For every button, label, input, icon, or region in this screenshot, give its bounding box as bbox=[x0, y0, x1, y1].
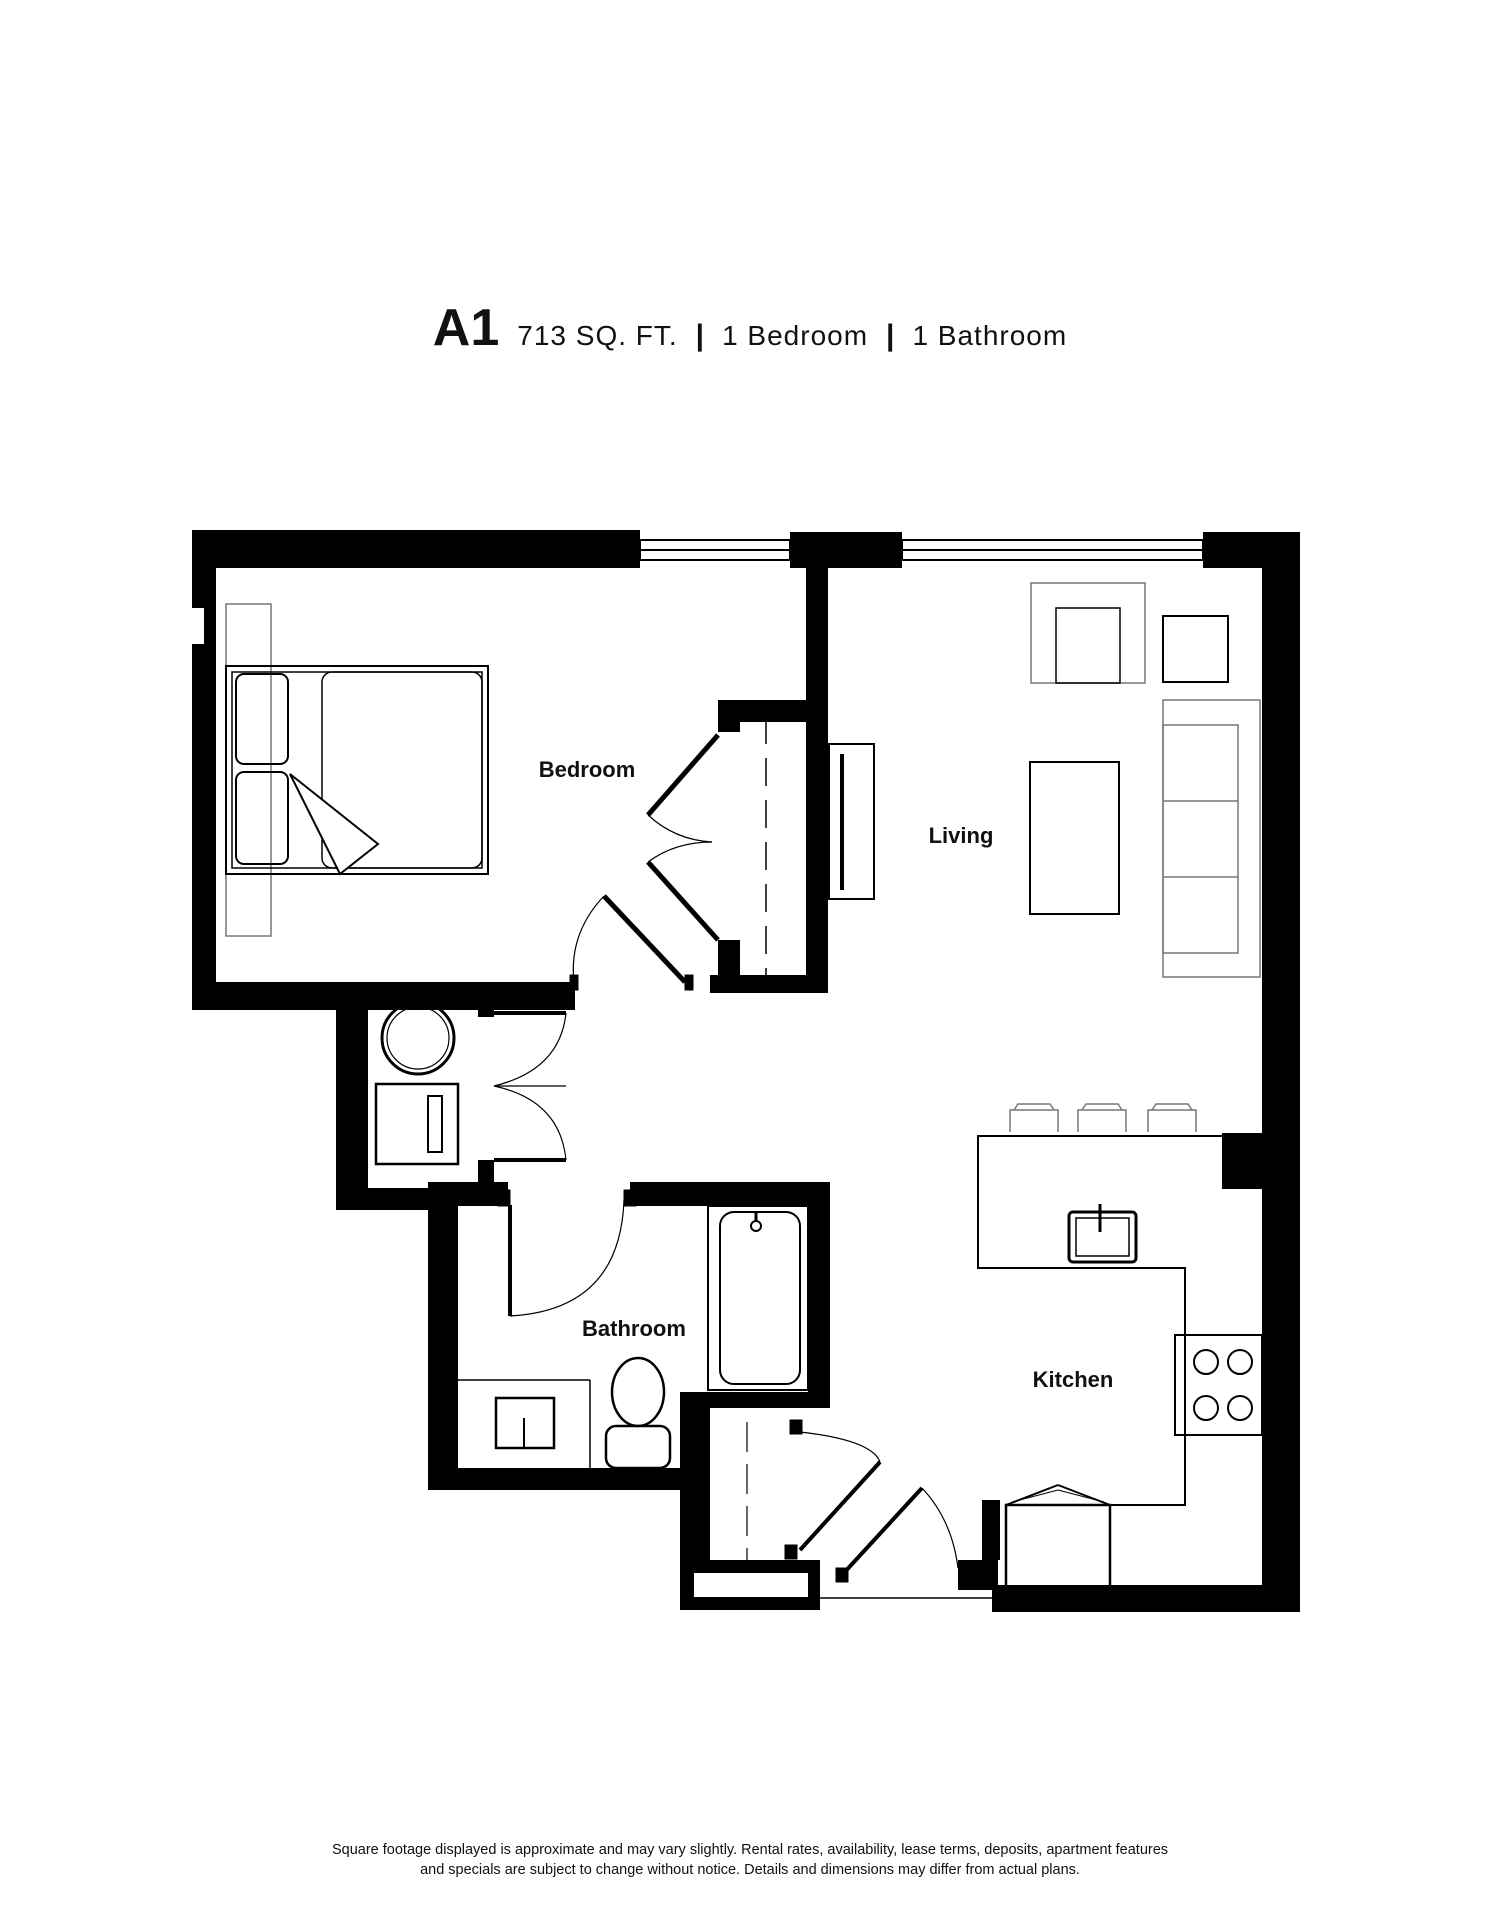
bedroom-closet-doors bbox=[646, 716, 767, 975]
header-separator-2: | bbox=[886, 319, 895, 352]
wall-laundry-jamb-top bbox=[478, 993, 494, 1017]
windows bbox=[639, 539, 1204, 561]
wall-bath-bottom bbox=[428, 1468, 686, 1490]
wall-top-notch bbox=[605, 530, 640, 568]
kitchen-counter bbox=[977, 1135, 1262, 1506]
wall-right-notch bbox=[1222, 1133, 1262, 1189]
coffee-table bbox=[1029, 761, 1120, 915]
kitchen-fixtures bbox=[977, 1103, 1263, 1590]
armchair bbox=[1030, 582, 1146, 684]
plan-bedrooms: 1 Bedroom bbox=[722, 320, 869, 351]
wall-closet-top-jamb bbox=[718, 700, 740, 732]
wall-closet-bottom-jamb bbox=[718, 940, 740, 982]
bed-blanket bbox=[321, 671, 483, 869]
bed-frame bbox=[225, 665, 489, 875]
plan-header: A1 713 SQ. FT. | 1 Bedroom | 1 Bathroom bbox=[0, 298, 1500, 368]
living-furniture bbox=[828, 582, 1261, 978]
bedroom-door bbox=[569, 894, 694, 991]
wall-bedroom-bottom bbox=[192, 982, 575, 1010]
wall-top-left bbox=[192, 530, 637, 568]
bed-pillow-top bbox=[235, 673, 289, 765]
entry-closet-shelf bbox=[694, 1573, 808, 1597]
wall-bedroom-right bbox=[806, 560, 828, 993]
bathroom-fixtures bbox=[458, 1189, 809, 1470]
bar-stools bbox=[1009, 1103, 1197, 1132]
bathtub bbox=[707, 1205, 809, 1391]
wall-bath-right bbox=[808, 1182, 830, 1407]
wall-left-gap bbox=[192, 608, 204, 644]
sofa bbox=[1162, 699, 1261, 978]
wall-fridge-side bbox=[982, 1500, 1000, 1560]
wall-bath-top-right bbox=[630, 1182, 830, 1206]
wall-left-bedroom bbox=[192, 530, 216, 1010]
header-separator-1: | bbox=[695, 319, 705, 352]
entry-closet-door bbox=[798, 1460, 882, 1552]
bed-blanket-fold bbox=[289, 773, 380, 876]
room-label-bathroom: Bathroom bbox=[582, 1316, 686, 1341]
wall-laundry-bottom bbox=[336, 1188, 428, 1210]
dryer bbox=[380, 1000, 456, 1076]
entry-door bbox=[840, 1486, 924, 1577]
toilet-tank bbox=[604, 1424, 672, 1470]
walls bbox=[192, 530, 1300, 1612]
wall-right bbox=[1262, 532, 1300, 1612]
washer bbox=[374, 1082, 460, 1166]
disclaimer-line-1: Square footage displayed is approximate … bbox=[331, 1842, 1169, 1858]
side-table bbox=[1162, 615, 1229, 683]
disclaimer: Square footage displayed is approximate … bbox=[150, 1840, 1350, 1880]
room-label-living: Living bbox=[929, 823, 994, 848]
wall-bath-tub-bottom bbox=[700, 1392, 830, 1408]
plan-bathrooms: 1 Bathroom bbox=[912, 320, 1068, 351]
laundry bbox=[374, 1000, 567, 1166]
kitchen-sink bbox=[1067, 1210, 1138, 1264]
toilet-bowl bbox=[610, 1356, 666, 1428]
plan-area: 713 SQ. FT. bbox=[517, 320, 678, 351]
entry-doors bbox=[746, 1419, 959, 1583]
bed-pillow-bottom bbox=[235, 771, 289, 865]
wall-bath-left bbox=[428, 1182, 458, 1490]
disclaimer-line-2: and specials are subject to change witho… bbox=[420, 1862, 1080, 1878]
wall-bottom-jamb bbox=[958, 1560, 998, 1590]
room-label-kitchen: Kitchen bbox=[1033, 1367, 1114, 1392]
plan-code: A1 bbox=[432, 299, 500, 357]
room-label-bedroom: Bedroom bbox=[539, 757, 636, 782]
refrigerator bbox=[1004, 1503, 1112, 1590]
media-console bbox=[828, 743, 875, 900]
wall-bottom-right bbox=[992, 1585, 1300, 1612]
wall-closet-bottom bbox=[710, 975, 828, 993]
bedroom-furniture bbox=[225, 603, 489, 937]
range bbox=[1174, 1334, 1263, 1436]
wall-laundry-left bbox=[336, 998, 368, 1210]
